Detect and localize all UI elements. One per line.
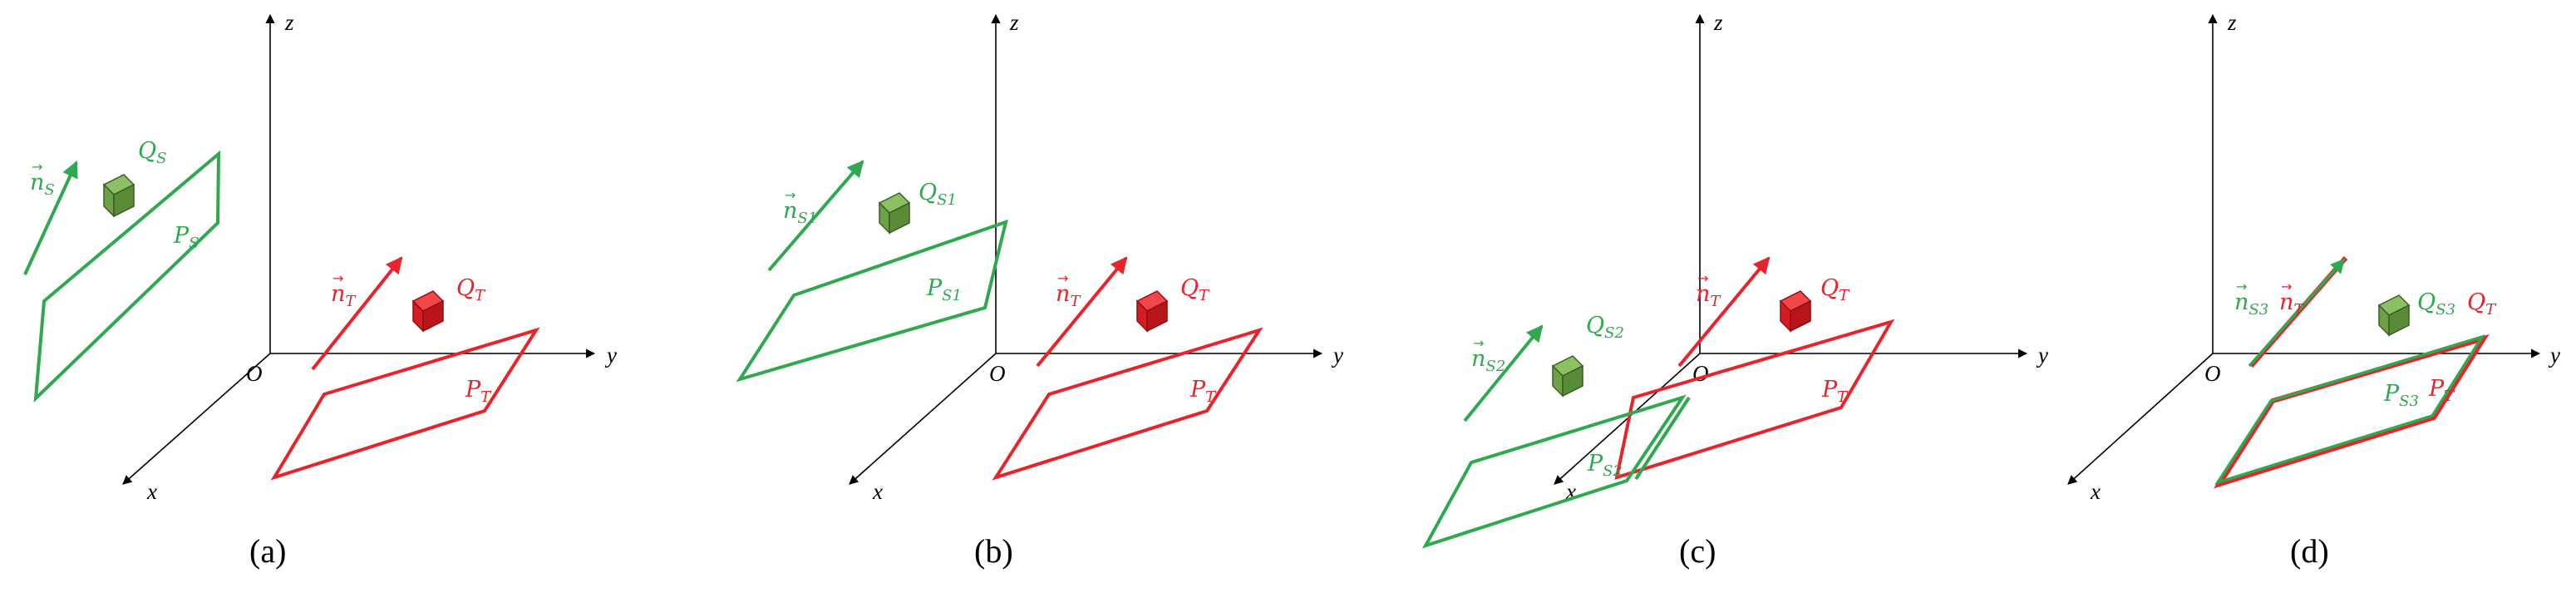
origin-label: O (2204, 361, 2221, 386)
target-normal-arrow (311, 256, 403, 371)
source-cube (878, 192, 911, 235)
target-plane (270, 327, 540, 481)
target-patch-label: QT (456, 275, 486, 304)
source-plane-label: PS2 (1587, 451, 1623, 480)
target-normal-vector-icon: → (2281, 279, 2292, 294)
target-patch-label: QT (2467, 289, 2497, 319)
source-plane (1421, 394, 1687, 549)
source-normal-arrow (1463, 324, 1544, 423)
target-cube (1779, 290, 1812, 333)
panel-caption: (a) (249, 532, 286, 570)
source-patch-label: QS (138, 138, 166, 167)
target-plane (1614, 319, 1895, 480)
source-normal-vector-icon: → (32, 159, 42, 175)
z-axis-label: z (1713, 10, 1723, 35)
x-axis (1554, 353, 1701, 485)
y-axis-label: y (1331, 343, 1343, 368)
panel-caption: (c) (1679, 532, 1716, 570)
x-axis-label: x (2090, 479, 2101, 504)
target-normal-label: nT (2279, 289, 2305, 319)
z-axis-label: z (284, 10, 294, 35)
origin-label: O (246, 361, 263, 386)
source-normal-label: nS2 (1471, 346, 1505, 375)
source-plane-label: PS (173, 223, 199, 252)
source-plane (736, 219, 1008, 383)
target-plane-label: PT (1189, 377, 1217, 406)
target-normal-arrow (1677, 256, 1771, 368)
target-cube (411, 290, 445, 333)
source-normal-label: nS1 (783, 198, 817, 227)
x-axis (2067, 353, 2214, 485)
x-axis-label: x (872, 479, 883, 504)
source-cube (2377, 294, 2411, 337)
source-normal-vector-icon: → (785, 187, 795, 203)
panel-caption: (b) (974, 532, 1013, 570)
panel-a: z y x O nS → QS PS nT (23, 10, 617, 570)
source-patch-label: QS3 (2417, 289, 2455, 319)
panel-c: z y x O nS2 → QS2 PS2 nT (1421, 10, 2048, 570)
source-normal-vector-icon: → (2236, 279, 2247, 294)
source-normal-label: nS3 (2234, 289, 2268, 319)
x-axis-label: x (146, 479, 157, 504)
target-plane (992, 327, 1263, 481)
z-axis-label: z (2227, 10, 2237, 35)
source-cube (1551, 355, 1584, 398)
source-normal-arrow (23, 161, 78, 275)
source-normal-arrow (767, 160, 864, 272)
target-patch-label: QT (1180, 275, 1210, 304)
source-normal-arrow (2248, 258, 2346, 368)
x-axis (849, 353, 997, 485)
target-patch-label: QT (1820, 275, 1850, 304)
plane-overlap-edge (1634, 396, 1691, 481)
z-axis-label: z (1009, 10, 1019, 35)
panel-caption: (d) (2290, 532, 2329, 570)
source-normal-vector-icon: → (1473, 335, 1484, 351)
target-plane-label: PT (1821, 377, 1849, 406)
source-cube (102, 174, 135, 218)
y-axis-label: y (2548, 343, 2560, 368)
x-axis (122, 353, 271, 485)
panel-d: z y x O nS3 → nT → QS3 QT PS3 (2067, 10, 2560, 570)
target-normal-label: nT (331, 281, 357, 310)
target-normal-arrow (1036, 256, 1128, 368)
y-axis-label: y (2036, 343, 2048, 368)
source-normal-label: nS (30, 170, 55, 199)
source-plane-label: PS1 (926, 275, 962, 304)
target-plane-label: PT (2428, 376, 2455, 405)
source-plane (33, 150, 221, 403)
target-normal-vector-icon: → (332, 270, 343, 286)
target-cube (1135, 290, 1169, 333)
target-plane (2214, 334, 2490, 489)
target-normal-vector-icon: → (1697, 270, 1708, 286)
source-plane-label: PS3 (2383, 381, 2419, 410)
target-normal-vector-icon: → (1057, 270, 1068, 286)
source-plane (2214, 334, 2485, 486)
source-patch-label: QS1 (919, 180, 957, 209)
source-patch-label: QS2 (1586, 313, 1624, 342)
origin-label: O (989, 361, 1006, 386)
target-normal-label: nT (1696, 281, 1721, 310)
target-normal-label: nT (1056, 281, 1081, 310)
origin-label: O (1692, 361, 1709, 386)
panel-b: z y x O nS1 → QS1 PS1 nT → (736, 10, 1343, 570)
y-axis-label: y (604, 343, 617, 368)
target-plane-label: PT (465, 377, 492, 406)
